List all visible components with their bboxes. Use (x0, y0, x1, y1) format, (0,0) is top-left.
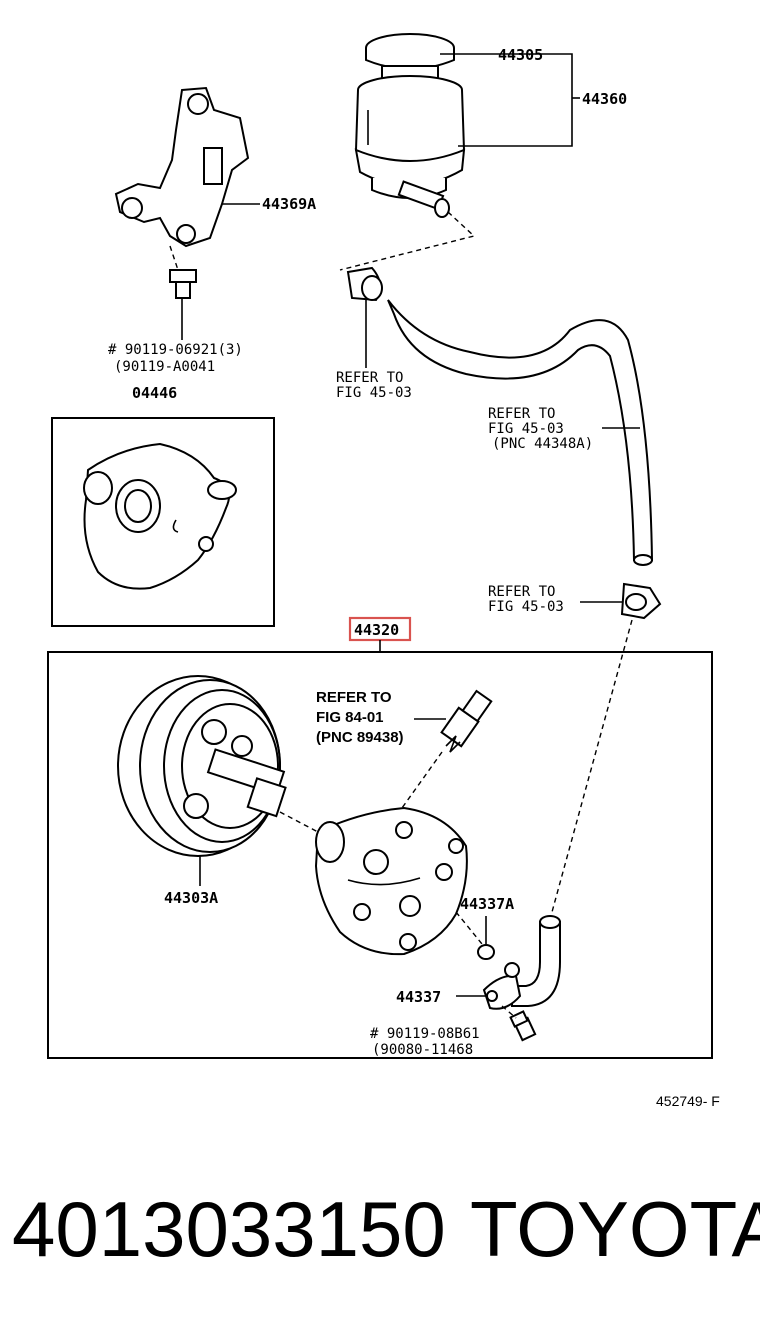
hose-clamp-upper-drawing (346, 266, 383, 302)
label-44369a: 44369A (262, 195, 316, 213)
brand-caption: TOYOTA (470, 1185, 760, 1273)
label-44337a: 44337A (460, 895, 514, 913)
gasket-kit-box (51, 417, 275, 627)
gasket-kit-drawing (83, 442, 237, 590)
pump-body-drawing (314, 806, 468, 956)
o-ring-drawing (477, 944, 495, 960)
pulley-drawing (117, 675, 287, 857)
label-refer-lower-line1: REFER TO (488, 584, 555, 600)
label-bolt2-line1: # 90119-08B61 (370, 1026, 480, 1042)
label-refer-sensor-line3: (PNC 89438) (316, 729, 404, 746)
union-bolt-drawing (509, 1010, 537, 1042)
label-refer-sensor-line1: REFER TO (316, 689, 392, 706)
label-refer-sensor-line2: FIG 84-01 (316, 709, 384, 726)
label-04446: 04446 (132, 384, 177, 402)
label-refer-clamp-line1: REFER TO (336, 370, 403, 386)
inlet-pipe-drawing (482, 915, 561, 1010)
bracket-drawing (114, 86, 250, 248)
part-number-caption: 4013033150 (12, 1185, 446, 1273)
pump-assembly-box (47, 651, 713, 1059)
label-bolt-line2: (90119-A0041 (114, 359, 215, 375)
label-44303a: 44303A (164, 889, 218, 907)
diagram-reference-code: 452749- F (656, 1093, 720, 1109)
label-44337: 44337 (396, 988, 441, 1006)
label-refer-clamp-line2: FIG 45-03 (336, 385, 412, 401)
label-refer-hose-line1: REFER TO (488, 406, 555, 422)
label-44360: 44360 (582, 90, 627, 108)
label-44305: 44305 (498, 46, 543, 64)
hose-clamp-lower-drawing (620, 582, 662, 620)
label-refer-hose-line3: (PNC 44348A) (492, 436, 593, 452)
label-refer-hose-line2: FIG 45-03 (488, 421, 564, 437)
label-refer-lower-line2: FIG 45-03 (488, 599, 564, 615)
reservoir-tank-drawing (354, 33, 466, 218)
label-bolt-line1: # 90119-06921(3) (108, 342, 243, 358)
label-44320: 44320 (354, 621, 399, 639)
pressure-sensor-drawing (440, 689, 493, 753)
bolt-drawing (169, 269, 197, 299)
label-bolt2-line2: (90080-11468 (372, 1042, 473, 1058)
